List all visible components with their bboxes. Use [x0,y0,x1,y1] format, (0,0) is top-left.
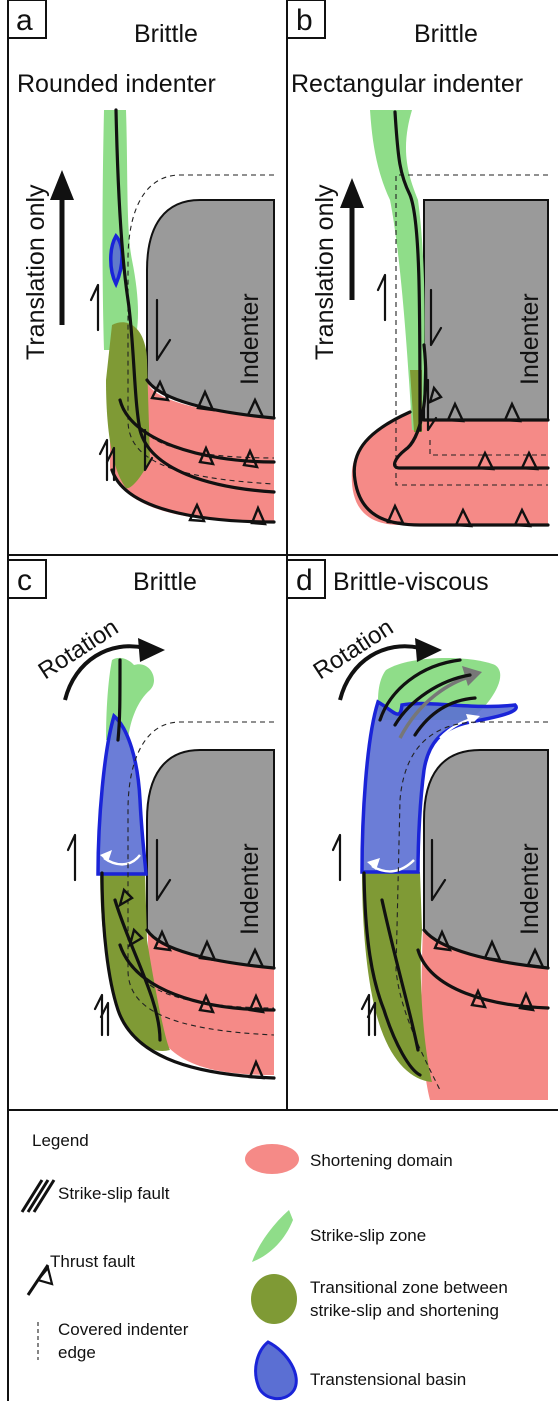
transtensional-basin [98,716,146,874]
panel-d-regime: Brittle-viscous [333,568,489,596]
panel-b-regime: Brittle [414,20,478,48]
panel-a-regime: Brittle [134,20,198,48]
panel-b-letter: b [296,4,313,37]
legend-basin: Transtensional basin [310,1370,466,1389]
panel-c-regime: Brittle [133,568,197,596]
panel-c-indenter-label: Indenter [236,843,264,935]
legend-strike-slip-fault: Strike-slip fault [58,1184,170,1203]
strike-slip-fault-symbol [22,1180,54,1212]
panel-a-indenter-label: Indenter [236,293,264,385]
panel-d: d Brittle-viscous [287,560,548,1100]
transitional-swatch [251,1274,297,1324]
basin-swatch [256,1342,297,1399]
shortening-swatch [245,1144,299,1174]
panel-c-letter: c [17,564,32,597]
panel-b-motion: Translation only [311,184,339,360]
legend-title: Legend [32,1131,89,1150]
legend-shortening: Shortening domain [310,1151,453,1170]
panel-d-indenter-label: Indenter [516,843,544,935]
legend-transitional-line1: Transitional zone between [310,1278,508,1297]
thrust-fault-symbol [28,1265,52,1295]
panel-a-subtitle: Rounded indenter [17,70,216,98]
panel-a-motion: Translation only [22,184,50,360]
legend-covered-edge-line2: edge [58,1343,96,1362]
legend-covered-edge-line1: Covered indenter [58,1320,189,1339]
panel-b-subtitle: Rectangular indenter [291,70,523,98]
strike-slip-zone-swatch [252,1210,293,1262]
panel-c: c Brittle [8,560,274,1078]
strike-slip-sense-up [91,285,98,330]
legend-transitional-line2: strike-slip and shortening [310,1301,499,1320]
legend-strike-slip-zone: Strike-slip zone [310,1226,426,1245]
panel-b: b Brittle Rectangular indenter [287,0,548,526]
legend-thrust-fault: Thrust fault [50,1252,135,1271]
panel-d-letter: d [296,564,313,597]
legend: Legend Strike-slip fault Thrust fault Co… [22,1131,508,1399]
panel-a-letter: a [16,4,33,37]
panel-b-indenter-label: Indenter [516,293,544,385]
panel-a: a Brittle Rounded indenter [8,0,274,524]
